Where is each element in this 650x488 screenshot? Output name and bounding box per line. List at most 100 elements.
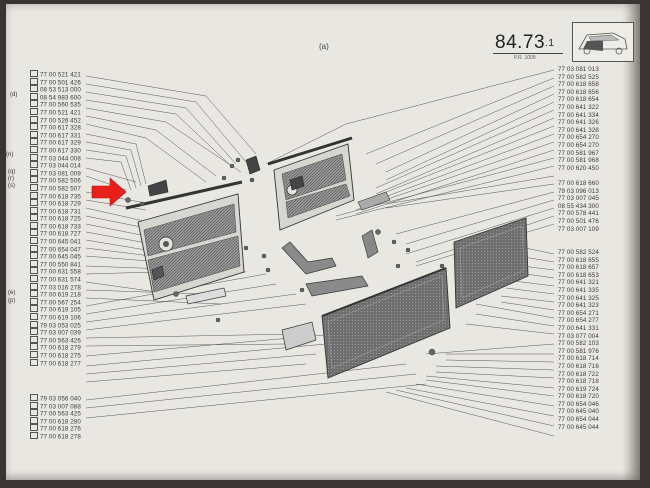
part-number: 77 00 654 047 <box>40 246 81 254</box>
door-trim-panel-rear-right-icon <box>453 217 529 309</box>
part-number: 77 00 618 716 <box>558 362 599 370</box>
part-checkbox-icon <box>30 199 38 207</box>
part-checkbox-icon <box>30 138 38 146</box>
part-number-row: 08 55 434 300 <box>558 203 599 211</box>
part-number: 77 00 618 275 <box>40 352 81 360</box>
part-number: 77 00 618 727 <box>40 230 81 238</box>
part-number-row: 77 00 618 656 <box>558 89 599 97</box>
part-checkbox-icon <box>30 394 38 401</box>
part-checkbox-icon <box>30 282 38 290</box>
part-number-row: 79 03 096 013 <box>558 188 599 196</box>
part-number: 77 00 645 044 <box>558 423 599 431</box>
armrest-icon <box>185 191 391 351</box>
part-number-row: 77 00 631 558 <box>30 267 81 276</box>
part-number-row: 77 00 641 334 <box>558 112 599 120</box>
part-number-row: 77 00 617 328 <box>30 123 81 132</box>
part-number-row: 77 03 016 278 <box>30 282 81 291</box>
part-number-row: 77 00 550 841 <box>30 259 81 268</box>
part-checkbox-icon <box>30 416 38 424</box>
part-checkbox-icon <box>30 206 38 214</box>
part-number: 77 00 654 270 <box>558 134 599 142</box>
part-number: 77 03 007 039 <box>40 329 81 337</box>
part-checkbox-icon <box>30 313 38 320</box>
part-number: 77 00 641 328 <box>558 126 599 134</box>
part-number-row: 77 00 582 506 <box>30 176 81 185</box>
part-number: 77 00 618 720 <box>558 393 599 401</box>
part-checkbox-icon <box>30 221 38 229</box>
part-number-row: 77 00 618 722 <box>558 371 599 379</box>
part-number: 77 00 654 044 <box>558 416 599 424</box>
part-checkbox-icon <box>30 145 38 153</box>
part-number: 77 00 641 322 <box>558 103 599 111</box>
marker-s: (s) <box>8 183 15 189</box>
part-number: 77 00 618 653 <box>558 271 599 279</box>
clip-icon <box>125 157 445 356</box>
part-number: 77 00 619 218 <box>40 291 81 299</box>
part-number-row: 77 00 578 441 <box>558 210 599 218</box>
part-number-row: 77 00 563 426 <box>30 335 81 344</box>
part-checkbox-icon <box>30 115 38 123</box>
part-number-row: 77 00 654 277 <box>558 317 599 325</box>
part-checkbox-icon <box>30 328 38 336</box>
part-number: 77 00 617 330 <box>40 147 81 155</box>
part-number-row: 77 00 641 328 <box>558 127 599 135</box>
part-number-row: 77 03 044 014 <box>30 161 81 170</box>
part-number: 77 00 618 277 <box>40 360 81 368</box>
part-number: 77 00 645 045 <box>40 253 81 261</box>
part-checkbox-icon <box>30 320 38 328</box>
part-checkbox-icon <box>30 123 38 131</box>
part-number-row: 77 00 521 421 <box>30 107 81 117</box>
part-number: 77 03 007 109 <box>558 225 599 233</box>
part-number-row: 77 00 641 326 <box>558 119 599 127</box>
part-number-row: 77 03 081 013 <box>558 66 599 74</box>
part-number: 77 00 618 725 <box>40 215 81 223</box>
part-number-row: 77 00 617 330 <box>30 145 81 155</box>
part-number: 77 00 620 450 <box>558 164 599 172</box>
red-arrow-icon <box>91 177 127 207</box>
part-number-row: 77 00 645 040 <box>558 408 599 416</box>
exploded-door-trim-diagram <box>85 69 555 437</box>
part-number-row: 77 00 654 271 <box>558 310 599 318</box>
part-number-row: 08 53 513 000 <box>30 85 81 94</box>
part-number-row: 77 00 620 450 <box>558 165 599 173</box>
part-number: 77 00 618 733 <box>40 223 81 231</box>
part-number-row: 77 00 641 322 <box>558 104 599 112</box>
part-number: 77 03 044 014 <box>40 162 81 170</box>
part-number-row: 77 00 641 325 <box>558 295 599 303</box>
part-number: 77 00 521 421 <box>40 109 81 117</box>
part-number: 77 03 077 004 <box>558 332 599 340</box>
part-number: 77 00 641 323 <box>558 302 599 310</box>
part-number-row: 77 00 641 323 <box>558 302 599 310</box>
part-number: 77 00 619 724 <box>558 385 599 393</box>
part-number: 77 00 617 329 <box>40 139 81 147</box>
part-number: 77 00 618 276 <box>40 425 81 433</box>
part-number: 77 00 567 254 <box>40 299 81 307</box>
pr-code: P.R. 1009 <box>514 55 536 61</box>
part-number: 77 00 563 425 <box>40 410 81 418</box>
part-number: 08 53 513 000 <box>40 86 81 94</box>
part-number: 77 00 641 325 <box>558 294 599 302</box>
part-number-row: 77 00 581 968 <box>558 157 599 165</box>
part-checkbox-icon <box>30 237 38 245</box>
part-number-row: 77 00 617 329 <box>30 138 81 147</box>
part-number-row: 77 03 077 004 <box>558 333 599 341</box>
part-number: 77 00 521 421 <box>40 71 81 79</box>
part-checkbox-icon <box>30 161 38 169</box>
part-number: 77 00 631 574 <box>40 276 81 284</box>
door-trim-panel-front-right-icon <box>321 267 451 379</box>
part-number: 77 00 654 277 <box>558 317 599 325</box>
part-number: 77 03 081 013 <box>558 66 599 73</box>
part-checkbox-icon <box>30 252 38 260</box>
part-number: 77 03 007 045 <box>558 195 599 203</box>
page-number-sub: .1 <box>545 38 555 49</box>
part-checkbox-icon <box>30 350 38 358</box>
part-number-row: 77 00 619 105 <box>30 305 81 314</box>
part-number-row: 77 00 641 335 <box>558 287 599 295</box>
part-number-row: 77 00 654 046 <box>558 401 599 409</box>
part-number: 79 03 096 013 <box>558 187 599 195</box>
part-checkbox-icon <box>30 409 38 417</box>
